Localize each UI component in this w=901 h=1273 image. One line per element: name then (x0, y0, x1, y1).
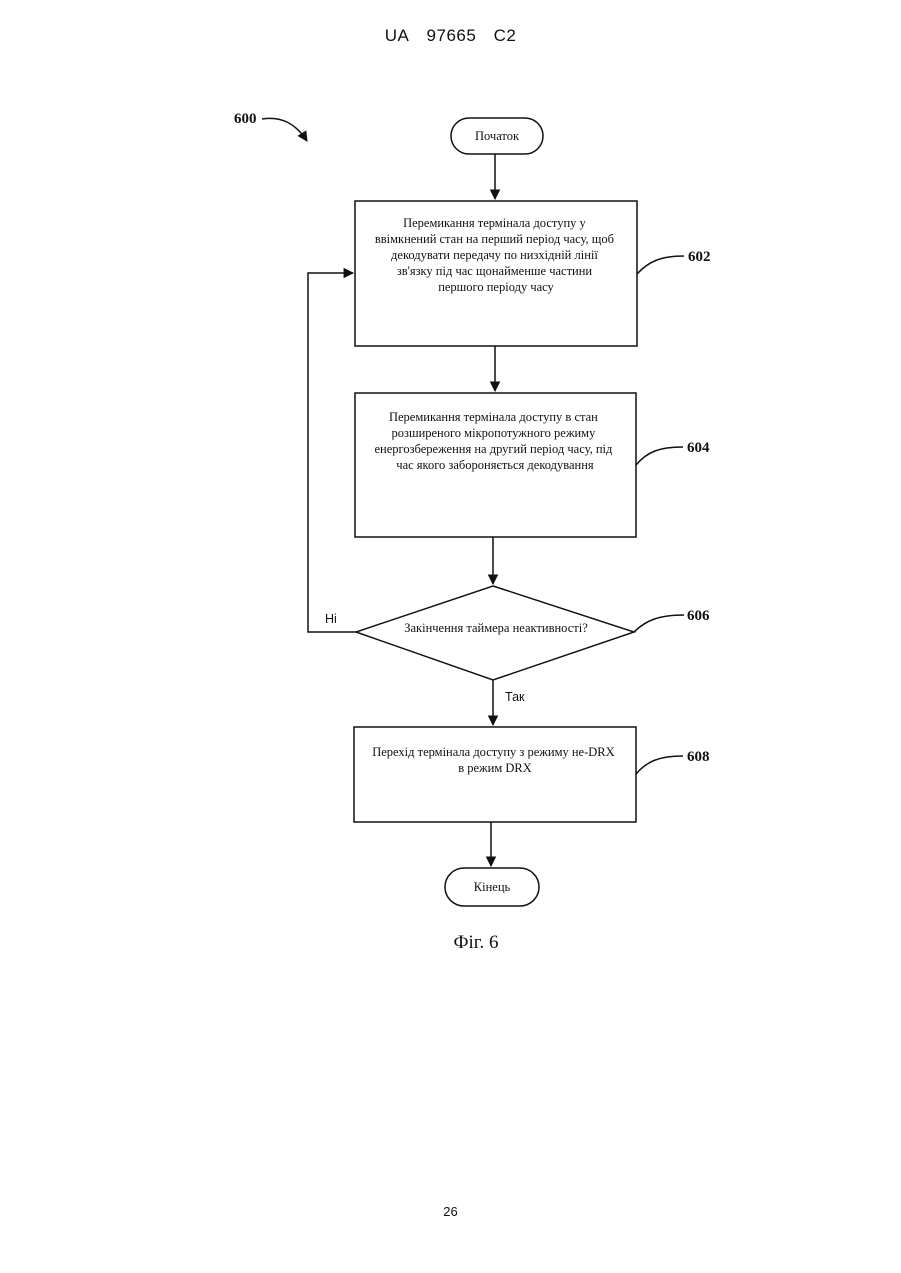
end-label: Кінець (474, 880, 511, 894)
figure-caption: Фіг. 6 (454, 932, 499, 953)
ref-label-606: 606 (687, 608, 710, 624)
ref-label-600: 600 (234, 111, 257, 127)
ref-label-602: 602 (688, 249, 711, 265)
ref-606-leader (634, 615, 684, 632)
ref-604-leader (636, 447, 683, 465)
ref-608-leader (636, 756, 683, 774)
ref-602-leader (637, 256, 684, 274)
decision-606-question: Закінчення таймера неактивності? (404, 621, 588, 635)
branch-yes-label: Так (505, 690, 525, 704)
page-number: 26 (0, 1204, 901, 1219)
ref-label-604: 604 (687, 440, 710, 456)
branch-no-label: Ні (325, 612, 337, 626)
ref-label-608: 608 (687, 749, 710, 765)
start-label: Початок (475, 129, 520, 143)
ref-600-pointer (262, 118, 307, 141)
arrow-no-loop-to-602 (308, 273, 356, 632)
